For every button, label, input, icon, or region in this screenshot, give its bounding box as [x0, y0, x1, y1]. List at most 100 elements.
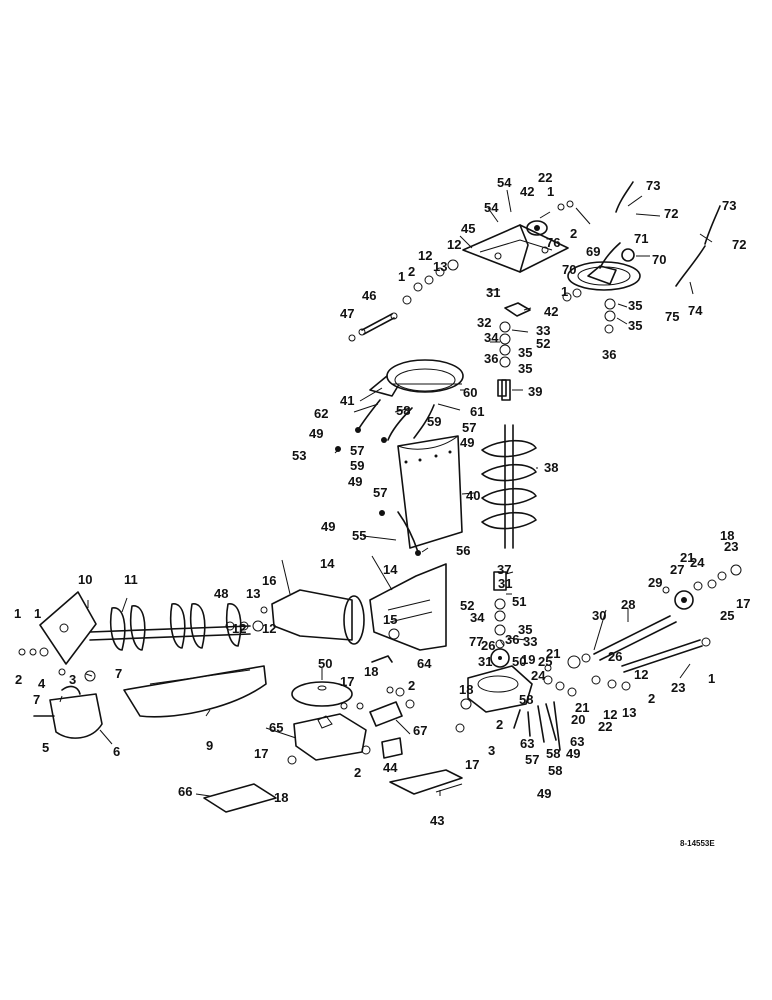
callout-1: 1 — [561, 284, 568, 299]
callout-12: 12 — [634, 667, 648, 682]
callout-27: 27 — [670, 562, 684, 577]
callout-15: 15 — [383, 612, 397, 627]
callout-49: 49 — [537, 786, 551, 801]
callout-57: 57 — [350, 443, 364, 458]
callout-20: 20 — [571, 712, 585, 727]
part-19-gear-case — [467, 665, 533, 713]
part-28-drive-shaft — [593, 615, 677, 661]
callout-1: 1 — [708, 671, 715, 686]
callout-45: 45 — [461, 221, 475, 236]
callout-52: 52 — [536, 336, 550, 351]
callout-60: 60 — [463, 385, 477, 400]
callout-58: 58 — [548, 763, 562, 778]
callout-72: 72 — [732, 237, 746, 252]
part-67-disc — [291, 681, 353, 707]
callout-4: 4 — [38, 676, 46, 691]
callout-5: 5 — [42, 740, 49, 755]
part-small-hardware-right — [460, 564, 742, 751]
callout-35: 35 — [518, 345, 532, 360]
part-43-bracket — [389, 769, 463, 795]
callout-33: 33 — [536, 323, 550, 338]
callout-10: 10 — [78, 572, 92, 587]
part-25-sprocket — [674, 590, 694, 610]
callout-29: 29 — [648, 575, 662, 590]
callout-63: 63 — [520, 736, 534, 751]
callout-9: 9 — [206, 738, 213, 753]
part-37-bushing — [493, 571, 507, 636]
part-23-drive-shaft — [621, 637, 711, 673]
callout-30: 30 — [592, 608, 606, 623]
part-11-horizontal-auger — [89, 603, 251, 651]
callout-labels: 5442221254457612121321737273727169707017… — [14, 170, 750, 828]
callout-42: 42 — [520, 184, 534, 199]
callout-2: 2 — [570, 226, 577, 241]
callout-54: 54 — [497, 175, 512, 190]
callout-57: 57 — [462, 420, 476, 435]
callout-13: 13 — [246, 586, 260, 601]
callout-67: 67 — [413, 723, 427, 738]
part-9-trough — [123, 665, 267, 718]
callout-57: 57 — [525, 752, 539, 767]
callout-13: 13 — [622, 705, 636, 720]
callout-25: 25 — [538, 654, 552, 669]
part-66-cover — [203, 783, 277, 813]
callout-7: 7 — [33, 692, 40, 707]
callout-12: 12 — [447, 237, 461, 252]
callout-34: 34 — [470, 610, 485, 625]
callout-51: 51 — [512, 594, 526, 609]
callout-39: 39 — [528, 384, 542, 399]
callout-22: 22 — [598, 719, 612, 734]
callout-35: 35 — [518, 622, 532, 637]
callout-2: 2 — [15, 672, 22, 687]
callout-40: 40 — [466, 488, 480, 503]
callout-61: 61 — [470, 404, 484, 419]
callout-26: 26 — [481, 638, 495, 653]
leader-lines — [59, 189, 713, 797]
part-14-transition-cone — [271, 589, 365, 645]
callout-59: 59 — [427, 414, 441, 429]
callout-50: 50 — [512, 654, 526, 669]
callout-3: 3 — [69, 672, 76, 687]
callout-62: 62 — [314, 406, 328, 421]
callout-2: 2 — [354, 765, 361, 780]
callout-58: 58 — [519, 692, 533, 707]
callout-14: 14 — [320, 556, 335, 571]
callout-49: 49 — [321, 519, 335, 534]
callout-38: 38 — [544, 460, 558, 475]
callout-65: 65 — [269, 720, 283, 735]
callout-14: 14 — [383, 562, 398, 577]
part-44-plate — [381, 737, 403, 759]
callout-44: 44 — [383, 760, 398, 775]
part-45-distributor-plate — [462, 224, 569, 273]
callout-1: 1 — [14, 606, 21, 621]
callout-31: 31 — [486, 285, 500, 300]
callout-12: 12 — [418, 248, 432, 263]
callout-22: 22 — [538, 170, 552, 185]
callout-2: 2 — [408, 678, 415, 693]
callout-24: 24 — [690, 555, 705, 570]
callout-74: 74 — [688, 303, 703, 318]
callout-19: 19 — [521, 652, 535, 667]
callout-70: 70 — [652, 252, 666, 267]
callout-72: 72 — [664, 206, 678, 221]
drawing-code: 8-14553E — [680, 839, 715, 848]
callout-35: 35 — [628, 298, 642, 313]
callout-43: 43 — [430, 813, 444, 828]
callout-26: 26 — [608, 649, 622, 664]
part-6-end-housing — [49, 685, 103, 739]
part-39-shaft-end — [501, 379, 511, 401]
callout-71: 71 — [634, 231, 648, 246]
callout-37: 37 — [497, 562, 511, 577]
callout-31: 31 — [478, 654, 492, 669]
callout-17: 17 — [340, 674, 354, 689]
callout-64: 64 — [417, 656, 432, 671]
callout-55: 55 — [352, 528, 366, 543]
callout-36: 36 — [484, 351, 498, 366]
callout-75: 75 — [665, 309, 679, 324]
callout-28: 28 — [621, 597, 635, 612]
callout-12: 12 — [262, 621, 276, 636]
callout-63: 63 — [570, 734, 584, 749]
callout-58: 58 — [396, 403, 410, 418]
callout-23: 23 — [671, 680, 685, 695]
